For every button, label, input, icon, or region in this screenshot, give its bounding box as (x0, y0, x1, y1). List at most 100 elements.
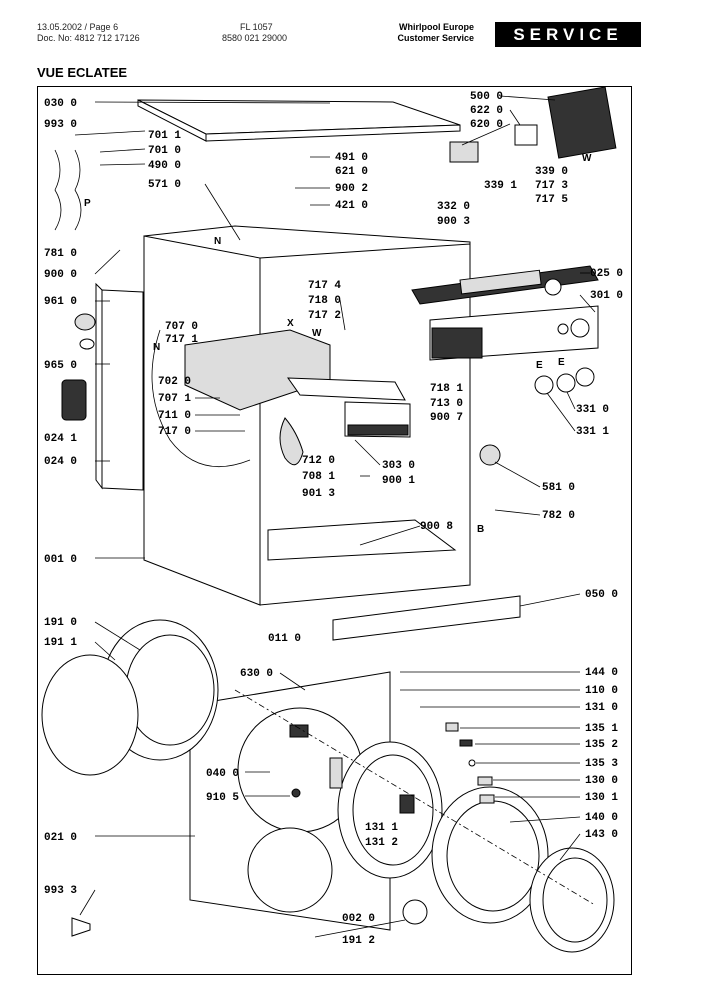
page-title: VUE ECLATEE (37, 65, 128, 80)
label-021-0: 021 0 (44, 832, 77, 844)
label-140-0: 140 0 (585, 812, 618, 824)
label-143-0: 143 0 (585, 829, 618, 841)
label-901-3: 901 3 (302, 488, 335, 500)
label-712-0: 712 0 (302, 455, 335, 467)
header-model: FL 1057 (240, 22, 273, 32)
label-332-0: 332 0 (437, 201, 470, 213)
label-965-0: 965 0 (44, 360, 77, 372)
kickplate (332, 595, 521, 641)
label-030-0: 030 0 (44, 98, 77, 110)
label-130-0: 130 0 (585, 775, 618, 787)
label-191-2: 191 2 (342, 935, 375, 947)
label-718-1: 718 1 (430, 383, 463, 395)
marker-b: B (477, 524, 484, 535)
label-011-0: 011 0 (268, 633, 301, 645)
label-301-0: 301 0 (590, 290, 623, 302)
label-900-7: 900 7 (430, 412, 463, 424)
label-707-0: 707 0 (165, 321, 198, 333)
drain-hose (279, 417, 304, 466)
label-581-0: 581 0 (542, 482, 575, 494)
label-002-0: 002 0 (342, 913, 375, 925)
label-702-0: 702 0 (158, 376, 191, 388)
marker-n: N (214, 236, 221, 247)
label-131-1: 131 1 (365, 822, 398, 834)
label-500-0: 500 0 (470, 91, 503, 103)
label-571-0: 571 0 (148, 179, 181, 191)
service-banner: SERVICE (495, 22, 641, 47)
label-717-4: 717 4 (308, 280, 341, 292)
label-491-0: 491 0 (335, 152, 368, 164)
label-781-0: 781 0 (44, 248, 77, 260)
label-131-2: 131 2 (365, 837, 398, 849)
label-024-1: 024 1 (44, 433, 77, 445)
label-110-0: 110 0 (585, 685, 618, 697)
label-701-1: 701 1 (148, 130, 181, 142)
selector-knob (534, 375, 554, 395)
label-135-1: 135 1 (585, 723, 618, 735)
label-025-0: 025 0 (590, 268, 623, 280)
back-panel (101, 289, 144, 491)
marker-p: P (84, 198, 91, 209)
marker-x: X (287, 318, 294, 329)
label-708-1: 708 1 (302, 471, 335, 483)
label-910-5: 910 5 (206, 792, 239, 804)
diagram-frame (37, 86, 632, 975)
door-glass-panel (247, 827, 333, 913)
label-620-0: 620 0 (470, 119, 503, 131)
label-001-0: 001 0 (44, 554, 77, 566)
header-department: Customer Service (397, 33, 474, 43)
label-961-0: 961 0 (44, 296, 77, 308)
label-630-0: 630 0 (240, 668, 273, 680)
label-339-1: 339 1 (484, 180, 517, 192)
label-490-0: 490 0 (148, 160, 181, 172)
label-707-1: 707 1 (158, 393, 191, 405)
marker-e2: E (558, 357, 565, 368)
marker-n2: N (153, 342, 160, 353)
label-331-0: 331 0 (576, 404, 609, 416)
label-900-8: 900 8 (420, 521, 453, 533)
header-doc-no: Doc. No: 4812 712 17126 (37, 33, 140, 43)
label-717-2: 717 2 (308, 310, 341, 322)
label-421-0: 421 0 (335, 200, 368, 212)
label-717-3: 717 3 (535, 180, 568, 192)
label-993-3: 993 3 (44, 885, 77, 897)
label-144-0: 144 0 (585, 667, 618, 679)
door-seal (41, 619, 219, 776)
label-622-0: 622 0 (470, 105, 503, 117)
label-701-0: 701 0 (148, 145, 181, 157)
label-900-2: 900 2 (335, 183, 368, 195)
label-717-1: 717 1 (165, 334, 198, 346)
label-024-0: 024 0 (44, 456, 77, 468)
marker-w: W (312, 328, 322, 339)
label-900-0: 900 0 (44, 269, 77, 281)
marker-w2: W (582, 153, 592, 164)
electronic-module (547, 86, 617, 159)
label-135-2: 135 2 (585, 739, 618, 751)
label-131-0: 131 0 (585, 702, 618, 714)
label-717-0: 717 0 (158, 426, 191, 438)
label-191-1: 191 1 (44, 637, 77, 649)
header-model-code: 8580 021 29000 (222, 33, 288, 43)
header-company: Whirlpool Europe (399, 22, 474, 32)
cabinet (143, 225, 471, 606)
label-331-1: 331 1 (576, 426, 609, 438)
label-339-0: 339 0 (535, 166, 568, 178)
label-711-0: 711 0 (158, 410, 191, 422)
label-900-1: 900 1 (382, 475, 415, 487)
label-713-0: 713 0 (430, 398, 463, 410)
marker-e1: E (536, 360, 543, 371)
label-135-3: 135 3 (585, 758, 618, 770)
grommet (61, 379, 87, 421)
label-050-0: 050 0 (585, 589, 618, 601)
label-782-0: 782 0 (542, 510, 575, 522)
label-130-1: 130 1 (585, 792, 618, 804)
label-717-5: 717 5 (535, 194, 568, 206)
label-303-0: 303 0 (382, 460, 415, 472)
label-040-0: 040 0 (206, 768, 239, 780)
label-191-0: 191 0 (44, 617, 77, 629)
label-993-0: 993 0 (44, 119, 77, 131)
label-621-0: 621 0 (335, 166, 368, 178)
label-900-3: 900 3 (437, 216, 470, 228)
header-date-page: 13.05.2002 / Page 6 (37, 22, 119, 32)
